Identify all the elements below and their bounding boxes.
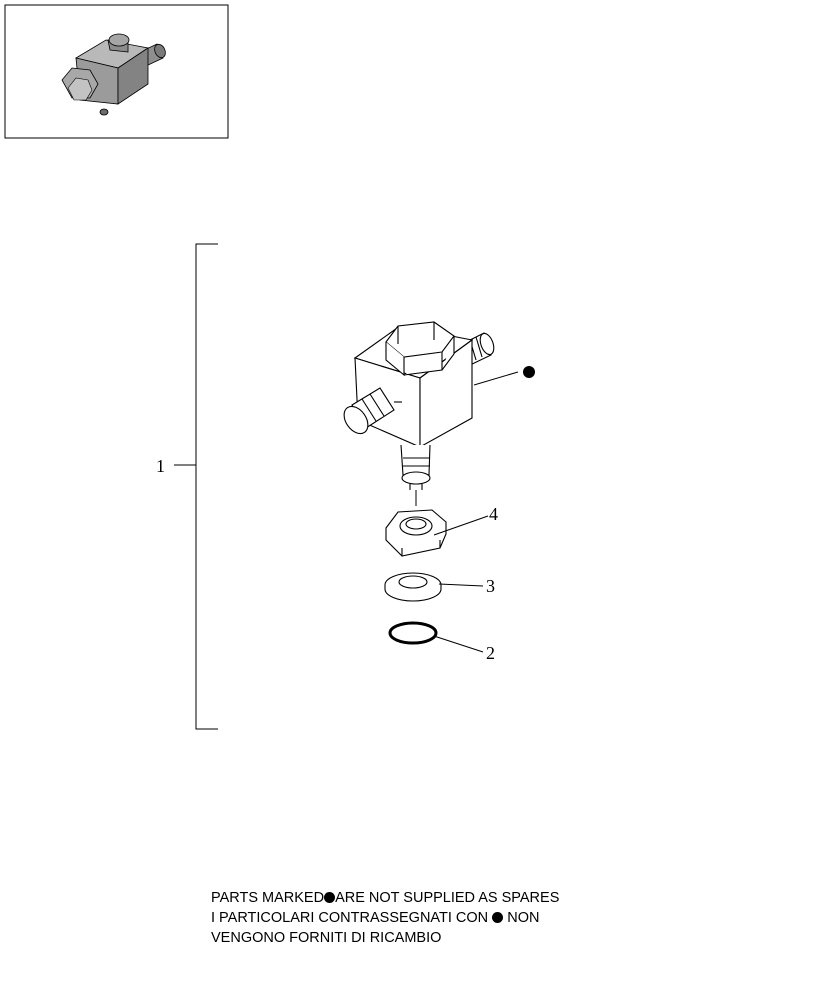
thumbnail-fitting-image [61, 33, 166, 116]
note-line-1-end: ARE NOT SUPPLIED AS SPARES [335, 890, 560, 906]
note-line-2-start: I PARTICOLARI CONTRASSEGNATI CON [211, 910, 489, 926]
note-line-2-end: NON [507, 910, 540, 926]
note-line-3: VENGONO FORNITI DI RICAMBIO [211, 930, 442, 946]
o-ring [388, 621, 438, 645]
thumbnail-preview [4, 4, 229, 139]
callout-oring: 2 [486, 643, 495, 663]
spares-note: PARTS MARKED ARE NOT SUPPLIED AS SPARES I… [211, 888, 559, 948]
callout-assembly: 1 [156, 456, 165, 476]
filled-circle-icon [324, 892, 336, 903]
leader-lines [433, 371, 519, 653]
tee-fitting-body [343, 321, 495, 490]
hex-nut [385, 509, 447, 557]
note-line-1: PARTS MARKED ARE NOT SUPPLIED AS SPARES [211, 888, 559, 908]
note-line-1-start: PARTS MARKED [211, 890, 325, 906]
washer [384, 572, 442, 602]
callout-nut: 4 [489, 504, 498, 524]
filled-circle-icon [523, 366, 535, 378]
note-line-2: I PARTICOLARI CONTRASSEGNATI CON NON [211, 908, 559, 928]
assembly-bracket [174, 243, 218, 730]
filled-circle-icon [492, 912, 504, 923]
callout-washer: 3 [486, 576, 495, 596]
